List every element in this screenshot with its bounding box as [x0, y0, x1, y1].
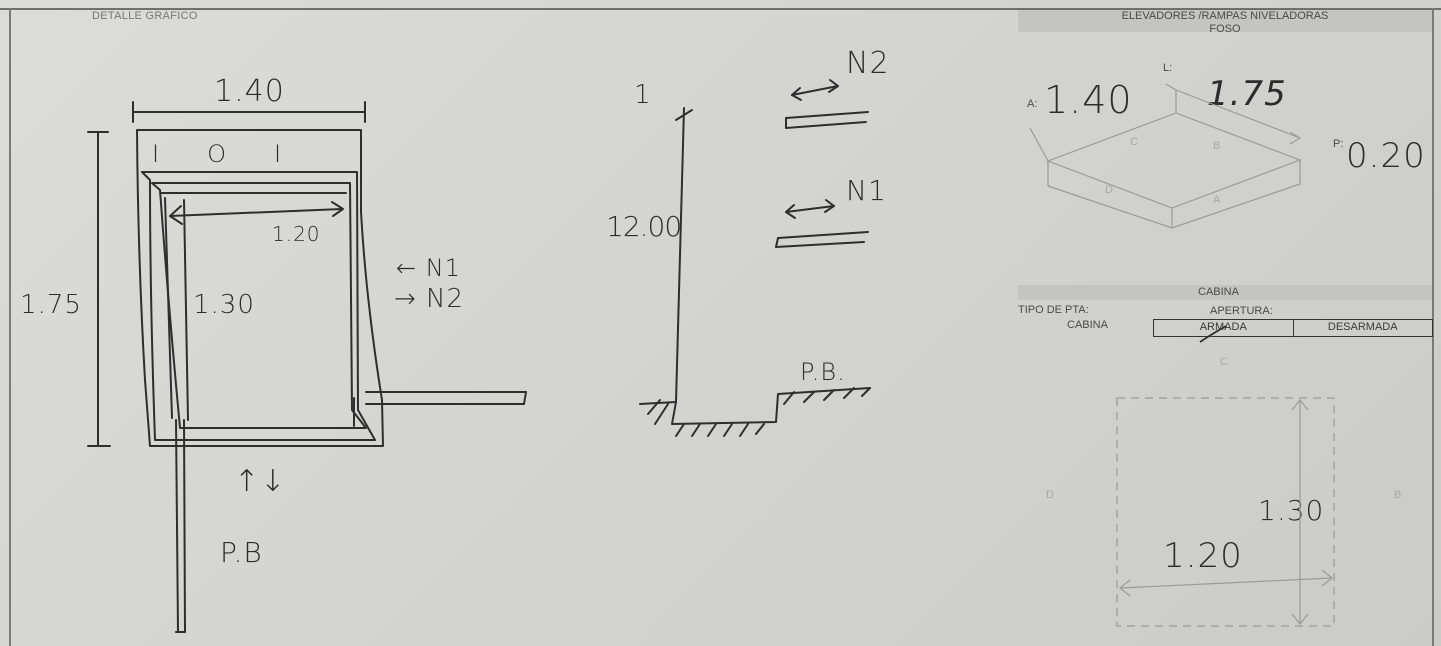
plan-level-n1: ← N1: [396, 254, 461, 282]
cabina-plan-arrows: [1119, 399, 1333, 625]
apertura-label: APERTURA:: [1210, 305, 1273, 317]
section-n2-symbol: [785, 79, 869, 129]
tipo-cabina-label: CABINA: [1067, 319, 1108, 331]
plan-inner-depth: 1.30: [193, 290, 255, 320]
plan-base-label: P.B: [220, 536, 263, 569]
plan-inner-width: 1.20: [272, 222, 321, 246]
plan-button-row: IOI: [152, 140, 329, 168]
plan-cabin-outline: [151, 182, 367, 429]
cabina-plan-diagram: [1116, 397, 1335, 627]
plan-inner-outline: [141, 171, 376, 441]
elevadores-title: ELEVADORES /RAMPAS NIVELADORAS: [1121, 10, 1329, 22]
plan-left-dimension-line: [87, 131, 111, 447]
foso-face-c: C: [1130, 136, 1138, 148]
foso-a-value: 1.40: [1044, 78, 1133, 122]
plan-bottom-tube: [175, 419, 186, 633]
section-height-value: 12.00: [606, 210, 682, 243]
foso-a-label: A:: [1027, 98, 1038, 110]
option-desarmada[interactable]: DESARMADA: [1292, 320, 1433, 336]
cabina-side-d: D: [1046, 489, 1054, 501]
foso-box-diagram: [1029, 83, 1302, 229]
section-level-n1: N1: [846, 174, 887, 207]
plan-height-left: 1.75: [20, 290, 82, 320]
foso-header-band: [1018, 10, 1432, 32]
plan-button-o: O: [207, 140, 274, 168]
detalle-grafico-title: DETALLE GRÁFICO: [92, 10, 198, 22]
foso-face-d: D: [1105, 184, 1113, 196]
plan-inner-width-arrow: [169, 208, 343, 217]
section-pit-profile: [639, 387, 871, 437]
cabina-depth-value: 1.30: [1258, 494, 1325, 527]
foso-header: ELEVADORES /RAMPAS NIVELADORAS FOSO: [1100, 10, 1350, 36]
section-n1-symbol: [775, 199, 869, 248]
plan-cabin-inner: [159, 192, 347, 419]
plan-depth-line: [183, 199, 189, 421]
section-level-n2: N2: [846, 46, 890, 81]
plan-outer-outline: [136, 129, 384, 447]
foso-p-label: P:: [1333, 138, 1344, 150]
cabina-side-c: C: [1220, 356, 1228, 368]
armada-check-mark: [1199, 325, 1227, 343]
foso-face-b: B: [1213, 140, 1221, 152]
plan-updown-arrows: ↑↓: [234, 464, 287, 499]
tipo-de-pta-label: TIPO DE PTA:: [1018, 304, 1089, 316]
cabina-width-value: 1.20: [1163, 536, 1243, 576]
cabina-side-b: B: [1394, 489, 1402, 501]
section-base-label: P.B.: [800, 358, 846, 386]
plan-top-dimension-line: [132, 101, 366, 123]
foso-l-label: L:: [1163, 62, 1173, 74]
plan-level-n2: → N2: [394, 284, 465, 314]
foso-face-a: A: [1213, 194, 1221, 206]
foso-p-value: 0.20: [1346, 136, 1426, 176]
top-border-line: [0, 8, 1441, 10]
section-vertical-line: [675, 107, 693, 403]
section-mark-top: 1: [634, 80, 652, 110]
cabina-header-band: [1018, 285, 1432, 300]
cabina-title: CABINA: [1198, 286, 1239, 298]
left-border-line: [9, 8, 11, 646]
plan-width-top: 1.40: [214, 74, 285, 109]
right-border-line: [1432, 8, 1434, 646]
plan-button-i-right: I: [273, 140, 330, 168]
plan-door-bar: [353, 391, 527, 427]
plan-button-i-left: I: [152, 140, 208, 168]
foso-title: FOSO: [1209, 23, 1241, 35]
